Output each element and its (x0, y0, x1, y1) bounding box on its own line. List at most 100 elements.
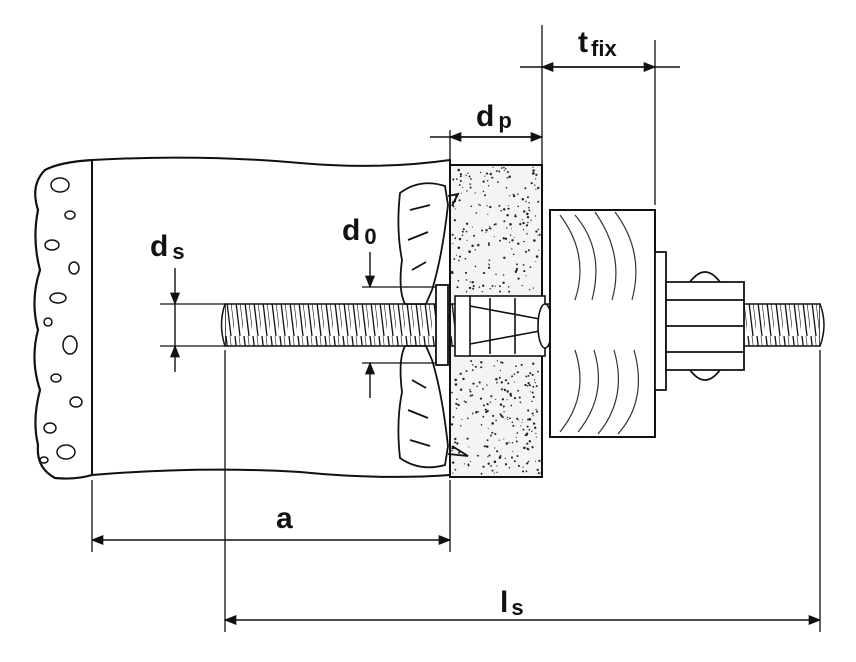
speckle (451, 449, 453, 452)
speckle (516, 432, 519, 434)
speckle (513, 397, 517, 400)
speckle (506, 399, 508, 401)
speckle (538, 459, 541, 463)
speckle (451, 461, 455, 464)
speckle (487, 427, 489, 430)
speckle (517, 464, 520, 467)
speckle (478, 203, 480, 206)
speckle (516, 371, 519, 374)
speckle (466, 190, 468, 192)
speckle (454, 437, 457, 441)
speckle (511, 375, 514, 378)
speckle (531, 391, 534, 394)
speckle (456, 442, 459, 445)
speckle (516, 263, 518, 266)
speckle (537, 228, 540, 231)
speckle (513, 237, 515, 239)
speckle (499, 290, 502, 293)
speckle (535, 410, 539, 413)
speckle (491, 284, 494, 287)
speckle (508, 441, 510, 444)
speckle (489, 205, 492, 209)
speckle (466, 417, 469, 420)
speckle (537, 234, 539, 236)
speckle (511, 421, 514, 424)
broken-edge (33, 158, 93, 480)
speckle (460, 180, 462, 182)
speckle (526, 462, 529, 465)
speckle (469, 390, 472, 393)
speckle (482, 180, 485, 183)
toggle-wing-upper (397, 182, 449, 305)
speckle (471, 369, 474, 371)
speckle (465, 174, 467, 176)
speckle (456, 178, 458, 180)
speckle (489, 225, 491, 227)
speckle (487, 263, 489, 265)
speckle (486, 180, 489, 182)
speckle (452, 205, 455, 208)
speckle (523, 270, 526, 273)
speckle (531, 400, 533, 403)
speckle (536, 468, 539, 472)
speckle (491, 176, 494, 179)
speckle (504, 237, 508, 241)
speckle (462, 377, 465, 381)
speckle (488, 454, 491, 457)
speckle (454, 378, 457, 382)
speckle (486, 445, 489, 448)
speckle (512, 193, 515, 196)
speckle (528, 384, 531, 387)
speckle (525, 433, 528, 437)
speckle (474, 249, 476, 251)
speckle (533, 426, 537, 430)
speckle (510, 456, 514, 459)
speckle (501, 398, 505, 401)
speckle (473, 234, 476, 237)
speckle (457, 168, 460, 172)
speckle (526, 425, 529, 428)
speckle (487, 266, 491, 269)
speckle (453, 258, 456, 260)
speckle (458, 259, 460, 262)
speckle (525, 224, 529, 227)
speckle (502, 237, 506, 240)
dimension-arrows (90, 61, 822, 626)
speckle (499, 369, 502, 372)
speckle (470, 178, 472, 180)
speckle (515, 436, 517, 438)
speckle (528, 206, 530, 209)
speckle (461, 234, 464, 237)
speckle (521, 421, 523, 423)
speckle (529, 266, 532, 268)
speckle (537, 186, 540, 190)
speckle (506, 416, 509, 419)
speckle (534, 184, 536, 186)
speckle (480, 361, 483, 364)
speckle (527, 375, 530, 377)
speckle (472, 284, 475, 288)
speckle (524, 187, 527, 190)
speckle (495, 377, 498, 381)
speckle (487, 462, 490, 465)
speckle (502, 405, 505, 408)
speckle (518, 419, 520, 421)
speckle (471, 394, 474, 397)
speckle (527, 460, 530, 463)
speckle (493, 472, 495, 474)
speckle (505, 442, 509, 445)
speckle (452, 416, 455, 419)
speckle (474, 365, 477, 368)
speckle (486, 205, 488, 207)
speckle (451, 391, 453, 394)
speckle (491, 469, 494, 472)
speckle (497, 181, 499, 183)
speckle (499, 239, 502, 242)
speckle (534, 460, 537, 462)
speckle (532, 422, 536, 425)
speckle (505, 168, 507, 170)
speckle (538, 249, 540, 251)
speckle (532, 395, 535, 399)
